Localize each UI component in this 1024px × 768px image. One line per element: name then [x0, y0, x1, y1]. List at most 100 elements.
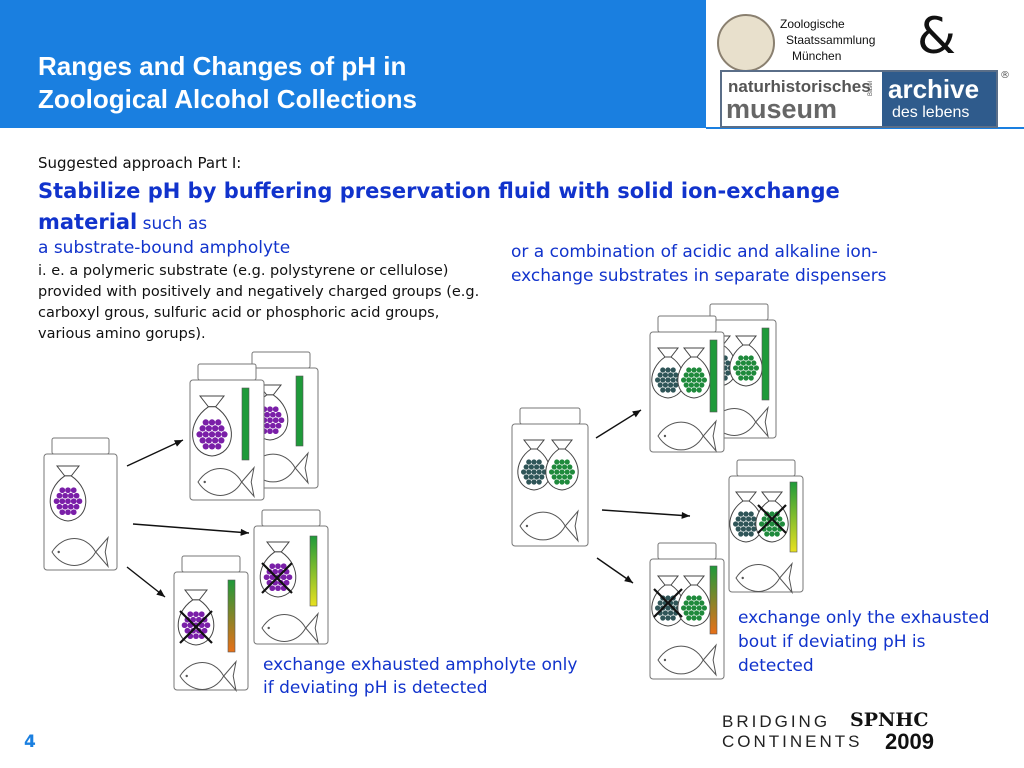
- arrow-icon: [132, 523, 250, 536]
- bead: [691, 377, 697, 383]
- bead: [740, 370, 747, 376]
- bead: [283, 579, 290, 586]
- bead: [655, 605, 661, 611]
- bead: [668, 382, 674, 388]
- bead: [275, 585, 281, 592]
- jar-lid: [261, 509, 321, 527]
- bead-bag-icon: [729, 335, 763, 387]
- bead: [759, 521, 765, 527]
- title-line-2: Zoological Alcohol Collections: [38, 84, 417, 114]
- bead: [673, 382, 679, 388]
- nhm-logo-frame: [720, 70, 998, 128]
- bead: [199, 425, 206, 432]
- bead: [748, 355, 754, 361]
- bead: [670, 367, 676, 373]
- bead: [683, 600, 689, 606]
- bead: [772, 526, 778, 532]
- bead: [699, 600, 705, 606]
- bead: [748, 511, 754, 517]
- bead: [691, 605, 697, 611]
- bead: [670, 377, 676, 383]
- zsm-line-2: Staatssammlung: [786, 33, 876, 47]
- bead: [665, 387, 671, 393]
- bead: [208, 419, 216, 426]
- bead: [526, 479, 532, 485]
- jar-lid: [657, 542, 717, 560]
- bead: [539, 474, 545, 480]
- bead: [779, 521, 786, 527]
- jar-lid: [736, 459, 796, 477]
- bead: [264, 422, 271, 429]
- bead: [665, 367, 671, 373]
- bead: [531, 469, 537, 475]
- cross-line: [261, 562, 293, 594]
- fish-icon: [519, 509, 579, 543]
- bead: [564, 469, 570, 475]
- bead: [665, 605, 671, 611]
- bead: [536, 479, 542, 485]
- bead: [184, 627, 191, 634]
- arrow-shaft: [132, 523, 250, 534]
- bead: [701, 605, 708, 611]
- bead: [536, 469, 542, 475]
- bead: [657, 382, 663, 388]
- bead-bag-icon: [651, 347, 685, 399]
- bead: [686, 377, 692, 383]
- bead: [733, 365, 739, 371]
- bead: [673, 600, 679, 606]
- bead: [748, 521, 754, 527]
- bead: [65, 498, 71, 505]
- bead: [735, 526, 741, 532]
- fish-tail: [779, 561, 793, 595]
- bead: [562, 474, 568, 480]
- bead-bag-icon: [49, 465, 87, 522]
- spnhc-word: SPNHC: [850, 709, 929, 731]
- bead: [753, 365, 760, 371]
- bead-bag-icon: [192, 395, 232, 457]
- cross-icon: [179, 610, 213, 644]
- bead: [740, 360, 747, 366]
- ph-indicator-strip-icon: [789, 481, 798, 553]
- bead: [278, 417, 285, 424]
- bead: [662, 610, 669, 616]
- bead: [725, 360, 731, 366]
- bead: [56, 492, 63, 499]
- bead: [272, 568, 279, 575]
- bead: [208, 443, 216, 450]
- fish-eye: [663, 658, 667, 662]
- bead: [68, 492, 74, 499]
- bead: [738, 365, 744, 371]
- bead: [280, 563, 287, 570]
- bead: [62, 503, 68, 510]
- bead: [270, 422, 276, 429]
- bead: [523, 464, 529, 470]
- bead: [267, 417, 273, 424]
- ampholyte-label: a substrate-bound ampholyte: [38, 238, 291, 258]
- bead: [275, 422, 282, 429]
- archive-word: archive: [888, 74, 980, 104]
- year-label: 2009: [885, 729, 934, 754]
- bead-bag-icon: [177, 589, 215, 646]
- bead: [761, 516, 767, 522]
- bead: [201, 627, 208, 634]
- bead: [70, 487, 77, 494]
- bead: [691, 387, 697, 393]
- bead: [567, 474, 573, 480]
- bead-bag-icon: [677, 575, 711, 627]
- bead: [740, 526, 747, 532]
- bead: [263, 574, 270, 581]
- arrow-shaft: [595, 409, 642, 439]
- bead: [694, 372, 700, 378]
- bead: [199, 437, 206, 444]
- specimen-jar-icon: [253, 509, 329, 645]
- bead: [668, 610, 674, 616]
- bead: [215, 431, 222, 438]
- arrow-head: [156, 589, 165, 597]
- bead: [205, 437, 213, 444]
- bead: [187, 611, 194, 618]
- bead: [691, 615, 697, 621]
- ph-indicator-strip-icon: [227, 579, 236, 653]
- bead: [526, 469, 532, 475]
- bead: [735, 360, 741, 366]
